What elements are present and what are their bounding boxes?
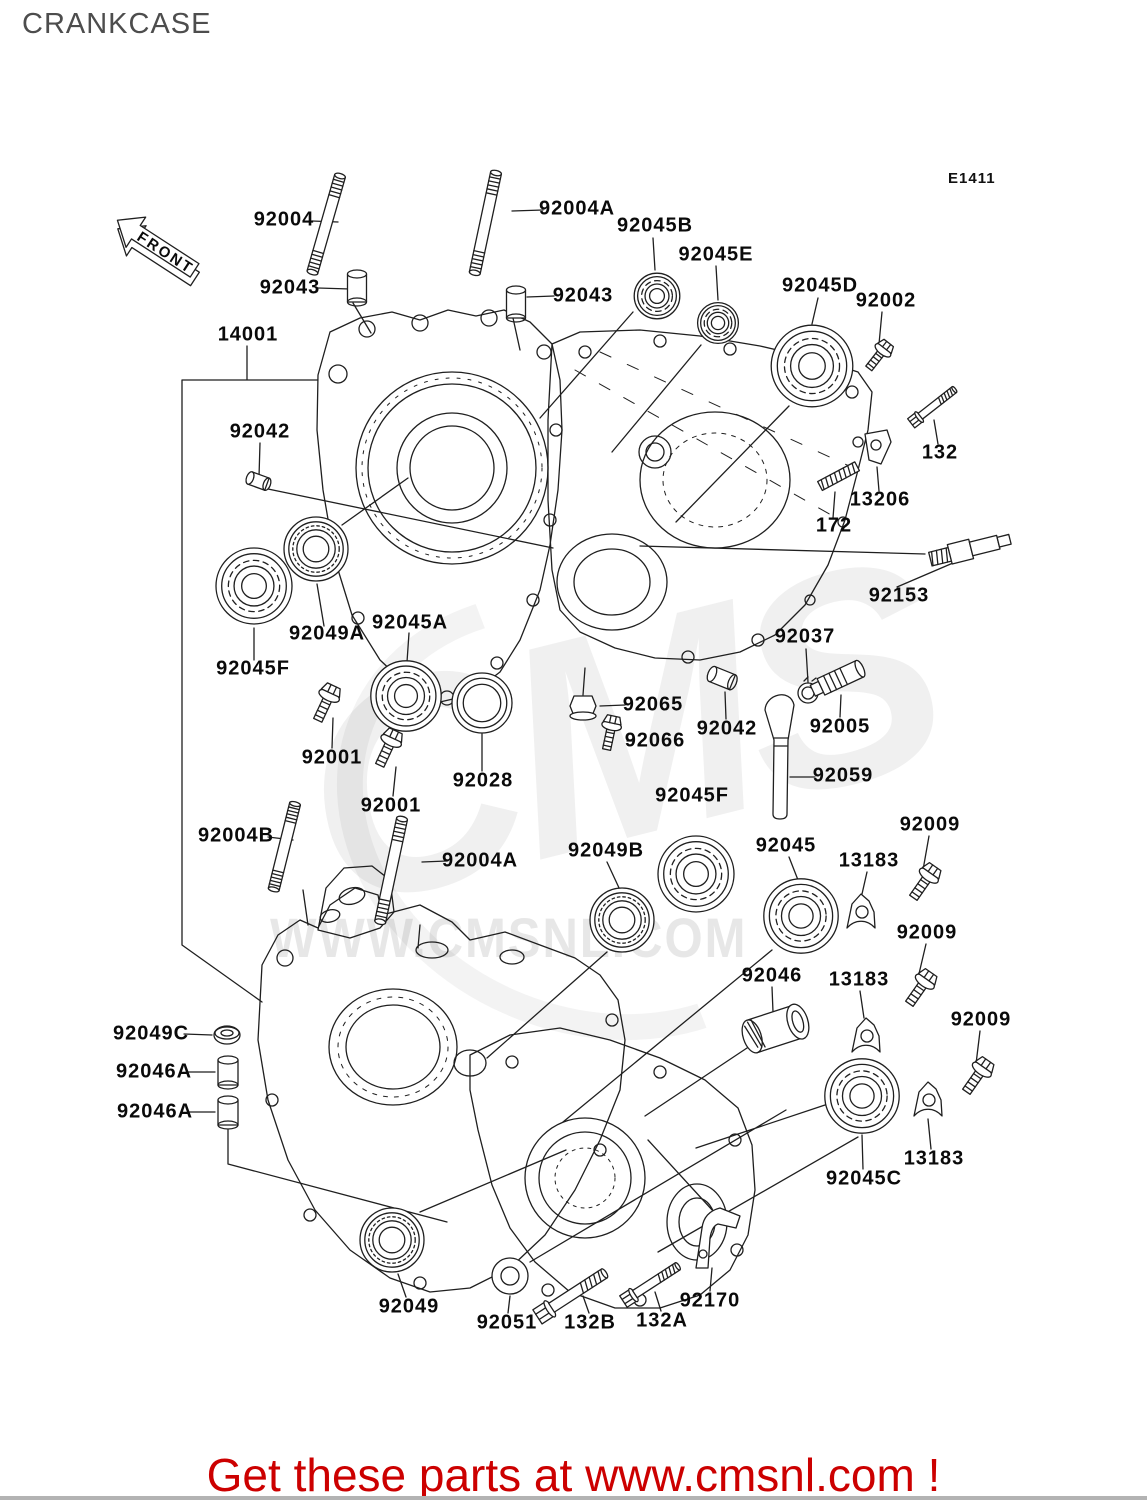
part-label-92004: 92004 [253,208,315,231]
part-label-132a: 132A [636,1309,688,1332]
part-label-92046a: 92046A [115,1060,193,1083]
hose-92059-drawing [765,695,794,819]
part-label-92059: 92059 [812,764,874,787]
part-label-92009: 92009 [896,921,958,944]
bracket-92170-drawing [696,1208,740,1268]
part-label-92009: 92009 [899,813,961,836]
dowel-92042-upper-drawing [244,471,272,492]
stud-172-drawing [818,462,860,491]
part-label-92153: 92153 [868,584,930,607]
part-label-92170: 92170 [679,1289,741,1312]
part-label-92046a: 92046A [116,1100,194,1123]
part-label-92001: 92001 [360,794,422,817]
part-label-92045f: 92045F [655,784,729,807]
part-label-92028: 92028 [452,769,514,792]
part-label-92004a: 92004A [538,197,616,220]
washer-92049c-drawing [214,1026,240,1044]
diagram-code: E1411 [948,170,996,187]
part-label-92037: 92037 [774,625,836,648]
part-label-92051: 92051 [476,1311,538,1334]
part-label-92049b: 92049B [567,839,645,862]
page-title: CRANKCASE [22,8,212,40]
part-label-132: 132 [921,441,959,464]
part-label-92043: 92043 [259,276,321,299]
sensor-92153-drawing [928,530,1012,569]
part-label-92045a: 92045A [371,611,449,634]
part-label-13183: 13183 [838,849,900,872]
part-label-13183: 13183 [828,968,890,991]
assembly-lines [268,303,925,1262]
part-label-14001: 14001 [217,323,279,346]
part-label-92042: 92042 [229,420,291,443]
part-label-92001: 92001 [301,746,363,769]
part-label-92009: 92009 [950,1008,1012,1031]
part-label-92004a: 92004A [441,849,519,872]
part-label-13206: 13206 [849,488,911,511]
clamp-13206-drawing [865,430,891,464]
fitting-92005-drawing [809,659,867,699]
part-label-172: 172 [815,514,853,537]
crankcase-lower-left-half [258,866,625,1292]
bottom-edge-strip [0,1496,1147,1500]
part-label-92045c: 92045C [825,1167,903,1190]
part-label-92045b: 92045B [616,214,694,237]
part-label-92066: 92066 [624,729,686,752]
part-label-92043: 92043 [552,284,614,307]
part-label-92005: 92005 [809,715,871,738]
part-label-92049a: 92049A [288,622,366,645]
nut-92065-drawing [570,696,596,720]
part-label-92049: 92049 [378,1295,440,1318]
part-label-92045d: 92045D [781,274,859,297]
dowel-92042-lower-drawing [705,665,739,691]
part-label-132b: 132B [564,1311,616,1334]
part-label-92049c: 92049C [112,1022,190,1045]
part-label-92046: 92046 [741,964,803,987]
part-label-92045: 92045 [755,834,817,857]
footer-promo-text: Get these parts at www.cmsnl.com ! [206,1449,941,1500]
part-label-92042: 92042 [696,717,758,740]
part-label-92045f: 92045F [216,657,290,680]
needle-bearing-92046-drawing [738,1001,813,1056]
part-label-92045e: 92045E [678,243,754,266]
part-label-13183: 13183 [903,1147,965,1170]
part-label-92002: 92002 [855,289,917,312]
part-label-92004b: 92004B [197,824,275,847]
part-label-92065: 92065 [622,693,684,716]
